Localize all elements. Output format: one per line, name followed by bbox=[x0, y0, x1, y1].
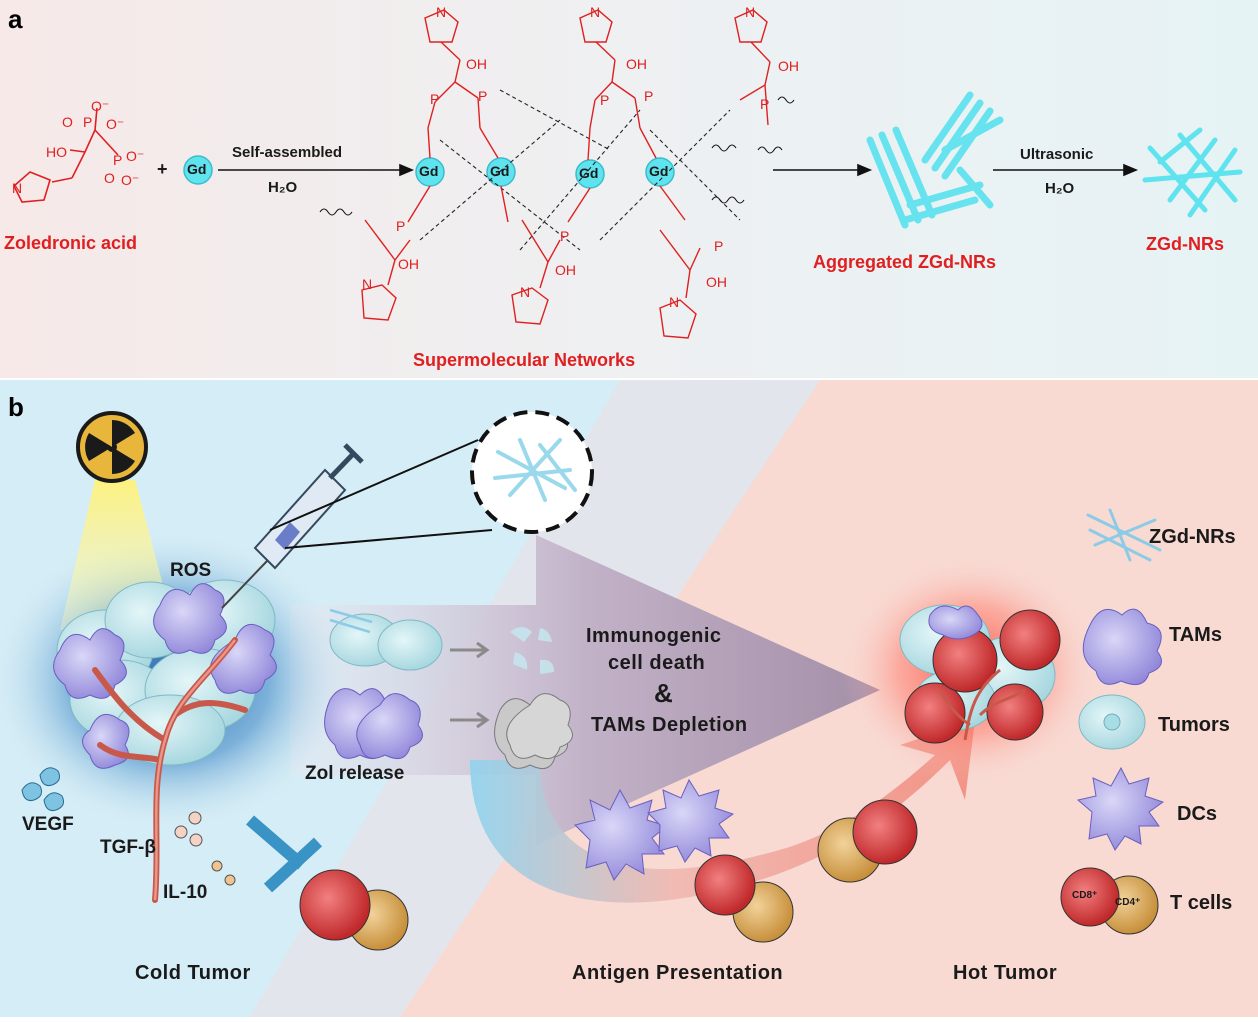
depleted-tams bbox=[494, 693, 573, 770]
atom-p: P bbox=[430, 91, 440, 107]
water2-label: H₂O bbox=[1045, 180, 1075, 197]
zoledronic-acid-structure bbox=[13, 107, 119, 203]
atom-p: P bbox=[83, 114, 93, 130]
panel-a-background bbox=[0, 0, 1258, 378]
legend-tcell-icon bbox=[1060, 867, 1159, 935]
network-gd-1: Gd bbox=[419, 163, 439, 179]
dead-tumor-fragments bbox=[510, 627, 554, 674]
atom-p: P bbox=[560, 228, 570, 244]
self-assembled-label: Self-assembled bbox=[232, 144, 343, 161]
atom-oh: OH bbox=[626, 56, 647, 72]
supermolecular-networks-label: Supermolecular Networks bbox=[413, 350, 636, 370]
atom-p: P bbox=[478, 88, 488, 104]
zol-release-label: Zol release bbox=[305, 763, 405, 784]
atom-o: O⁻ bbox=[106, 116, 125, 132]
atom-oh: OH bbox=[778, 58, 799, 74]
icd-tam-cells bbox=[324, 688, 423, 760]
il10-label: IL-10 bbox=[163, 882, 208, 903]
cytokine-dots bbox=[21, 767, 236, 886]
aggregated-zgd-label: Aggregated ZGd-NRs bbox=[813, 252, 997, 272]
zoom-inset bbox=[269, 410, 594, 549]
gd-label: Gd bbox=[187, 161, 207, 177]
syringe-icon bbox=[221, 443, 364, 609]
atom-oh: OH bbox=[466, 56, 487, 72]
dendritic-cells bbox=[574, 778, 735, 881]
antigen-presentation-label: Antigen Presentation bbox=[572, 962, 784, 984]
cold-tumor-cluster bbox=[53, 579, 277, 903]
radiation-icon bbox=[76, 411, 148, 483]
atom-n: N bbox=[669, 294, 680, 310]
zgd-nrs-label: ZGd-NRs bbox=[1146, 234, 1224, 254]
atom-o: O⁻ bbox=[91, 98, 110, 114]
hot-tumor-label: Hot Tumor bbox=[953, 962, 1058, 984]
icd-line2: cell death bbox=[608, 652, 706, 674]
network-gd-centers bbox=[415, 157, 675, 189]
dispersed-nanorods bbox=[1142, 127, 1243, 218]
gd-atom bbox=[183, 155, 213, 185]
atom-oh: OH bbox=[706, 274, 727, 290]
water-label: H₂O bbox=[268, 179, 298, 196]
panel-a-arrows bbox=[218, 163, 1139, 177]
ampersand: & bbox=[654, 678, 673, 708]
atom-n: N bbox=[12, 180, 23, 196]
legend-tumor-icon bbox=[1078, 694, 1146, 750]
legend-tcells-label: T cells bbox=[1170, 892, 1233, 914]
atom-o: O⁻ bbox=[121, 172, 140, 188]
tgf-label: TGF-β bbox=[100, 837, 156, 858]
ros-label: ROS bbox=[170, 560, 212, 581]
atom-n: N bbox=[520, 284, 531, 300]
atom-p: P bbox=[600, 92, 610, 108]
legend-tumors-label: Tumors bbox=[1158, 714, 1230, 736]
network-skeleton bbox=[361, 9, 771, 339]
legend-cd4-label: CD4⁺ bbox=[1115, 897, 1141, 908]
panel-a-letter: a bbox=[8, 4, 23, 34]
presented-t-cells bbox=[694, 799, 918, 943]
atom-n: N bbox=[436, 4, 447, 20]
icd-tumor-cells bbox=[329, 608, 443, 671]
atom-p: P bbox=[644, 88, 654, 104]
atom-p: P bbox=[760, 96, 770, 112]
atom-p: P bbox=[396, 218, 406, 234]
atom-p: P bbox=[714, 238, 724, 254]
network-wavy-ends bbox=[319, 96, 795, 216]
panel-b-letter: b bbox=[8, 392, 24, 422]
atom-o: O bbox=[104, 170, 115, 186]
network-dashed-bonds bbox=[419, 89, 741, 251]
legend-cd8-label: CD8⁺ bbox=[1072, 890, 1098, 901]
inhibition-icon bbox=[246, 815, 323, 893]
legend-dcs-label: DCs bbox=[1177, 803, 1218, 825]
tams-depletion-label: TAMs Depletion bbox=[591, 714, 748, 736]
network-gd-3: Gd bbox=[579, 165, 599, 181]
legend-tams-label: TAMs bbox=[1169, 624, 1222, 646]
central-arrow bbox=[290, 535, 880, 845]
atom-o: O⁻ bbox=[126, 148, 145, 164]
aggregated-nanorods bbox=[866, 91, 1004, 229]
icd-line1: Immunogenic bbox=[586, 625, 722, 647]
cold-tumor-label: Cold Tumor bbox=[135, 962, 251, 984]
legend-zgd-label: ZGd-NRs bbox=[1149, 526, 1236, 548]
plus-sign: + bbox=[157, 159, 168, 179]
blocked-t-cells bbox=[299, 869, 409, 951]
atom-n: N bbox=[590, 4, 601, 20]
atom-oh: OH bbox=[555, 262, 576, 278]
zoledronic-acid-label: Zoledronic acid bbox=[4, 233, 138, 253]
legend-zgd-icon bbox=[1086, 508, 1162, 562]
vegf-label: VEGF bbox=[22, 814, 74, 835]
legend-dc-icon bbox=[1076, 766, 1165, 851]
hot-tumor-cluster bbox=[899, 604, 1061, 744]
atom-p: P bbox=[113, 152, 123, 168]
network-gd-4: Gd bbox=[649, 163, 669, 179]
icd-gray-arrows bbox=[450, 641, 490, 729]
ultrasonic-label: Ultrasonic bbox=[1020, 146, 1094, 163]
atom-oh: OH bbox=[398, 256, 419, 272]
atom-n: N bbox=[362, 276, 373, 292]
atom-ho: HO bbox=[46, 144, 67, 160]
legend-tam-icon bbox=[1082, 608, 1162, 686]
atom-n: N bbox=[745, 4, 756, 20]
network-gd-2: Gd bbox=[490, 163, 510, 179]
atom-o: O bbox=[62, 114, 73, 130]
